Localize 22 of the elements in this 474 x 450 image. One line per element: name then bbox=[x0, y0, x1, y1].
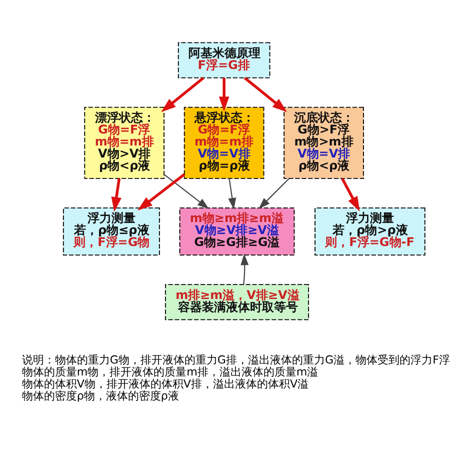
label: 物体的体积V物，排开液体的体积V排，溢出液体的体积V溢 bbox=[22, 377, 309, 390]
label: 说明：物体的重力G物，排开液体的重力G排，溢出液体的重力G溢，物体受到的浮力F浮 bbox=[22, 353, 450, 366]
arrow bbox=[244, 76, 288, 112]
node-box: m物≥m排≥m溢 V物≥V排≥V溢 G物≥G排≥G溢 bbox=[179, 207, 295, 255]
arrow bbox=[164, 173, 209, 208]
node-box: 阿基米德原理 F浮=G排 bbox=[178, 42, 270, 78]
arrow bbox=[161, 76, 204, 112]
arrow bbox=[258, 178, 290, 208]
arrow bbox=[138, 172, 186, 210]
arrow bbox=[240, 253, 249, 284]
node-box: 悬浮状态： G物=F浮 m物=m排 V物=V排 ρ物=ρ液 bbox=[184, 106, 264, 178]
arrow bbox=[111, 178, 122, 212]
node-box: m排≥m溢，V排≥V溢 容器装满液体时取等号 bbox=[164, 284, 310, 320]
node-box: 漂浮状态： G物=F浮 m物=m排 V物>V排 ρ物<ρ液 bbox=[84, 106, 165, 178]
node-box: 浮力测量 若，ρ物≤ρ液 则，F浮=G物 bbox=[62, 207, 160, 255]
node-box: 沉底状态： G物>F浮 m物>m排 V物=V排 ρ物<ρ液 bbox=[284, 106, 364, 178]
arrow bbox=[218, 77, 230, 111]
node-box: 浮力测量 若，ρ物>ρ液 则，F浮=G物-F bbox=[314, 207, 426, 255]
label: 物体的质量m物，排开液体的质量m排，溢出液体的质量m溢 bbox=[22, 365, 318, 378]
arrow bbox=[228, 178, 236, 209]
arrow bbox=[341, 177, 360, 211]
label: 物体的密度ρ物，液体的密度ρ液 bbox=[22, 389, 179, 402]
